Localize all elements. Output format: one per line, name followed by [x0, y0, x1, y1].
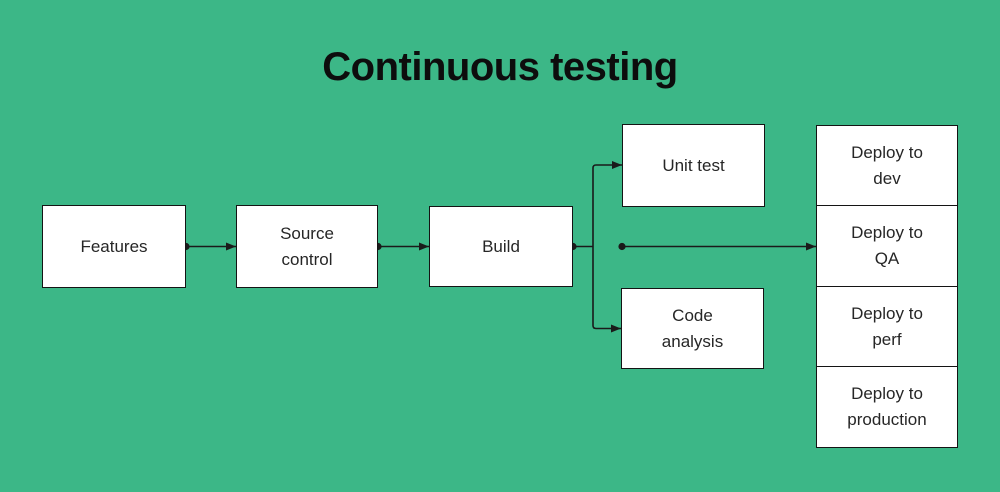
node-deploy-perf-label: Deploy to perf: [851, 303, 923, 349]
diagram-title: Continuous testing: [322, 45, 678, 89]
node-code-analysis: Code analysis: [621, 288, 764, 369]
deploy-stack: Deploy to dev Deploy to QA Deploy to per…: [816, 125, 958, 449]
node-deploy-dev: Deploy to dev: [816, 125, 958, 207]
node-unit-test-label: Unit test: [662, 155, 725, 175]
node-features-label: Features: [80, 236, 148, 256]
junction-dot-deploy-qa-line: [618, 242, 626, 251]
node-unit-test: Unit test: [622, 124, 765, 207]
node-deploy-qa: Deploy to QA: [816, 205, 958, 288]
node-deploy-production: Deploy to production: [816, 366, 958, 449]
edge-build-to-code-analysis: [592, 246, 621, 333]
node-deploy-qa-label: Deploy to QA: [851, 223, 923, 269]
node-deploy-perf: Deploy to perf: [816, 285, 958, 368]
node-deploy-production-label: Deploy to production: [847, 384, 927, 430]
node-build-label: Build: [482, 236, 520, 256]
node-source-control: Source control: [236, 205, 378, 288]
node-source-control-label: Source control: [280, 223, 334, 269]
node-build: Build: [429, 206, 573, 287]
node-deploy-dev-label: Deploy to dev: [851, 142, 923, 188]
edge-build-to-unit-test: [592, 161, 622, 247]
node-code-analysis-label: Code analysis: [661, 305, 724, 351]
node-features: Features: [42, 205, 186, 288]
